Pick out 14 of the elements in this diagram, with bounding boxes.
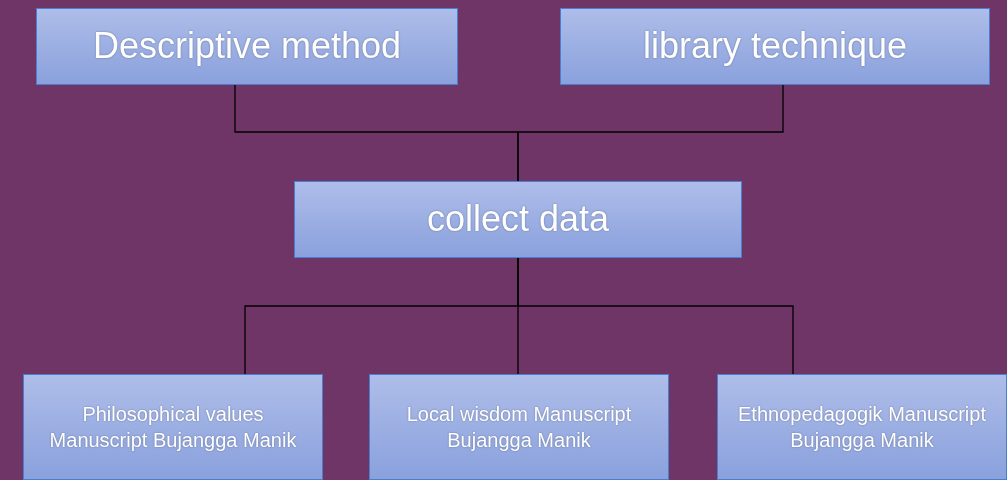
box-label: Ethnopedagogik Manuscript Bujangga Manik — [737, 402, 987, 453]
process-box — [36, 8, 458, 85]
box-label: Philosophical values Manuscript Bujangga Manik — [48, 402, 298, 453]
process-box — [23, 374, 323, 480]
connector-line — [517, 84, 784, 182]
box-label: library technique — [642, 24, 908, 69]
process-box — [369, 374, 669, 480]
process-box — [294, 181, 742, 258]
connector-line — [517, 257, 794, 375]
process-box — [560, 8, 990, 85]
box-label: Local wisdom Manuscript Bujangga Manik — [405, 402, 633, 453]
process-box — [717, 374, 1007, 480]
box-label: Descriptive method — [92, 24, 402, 69]
box-label: collect data — [426, 197, 610, 242]
